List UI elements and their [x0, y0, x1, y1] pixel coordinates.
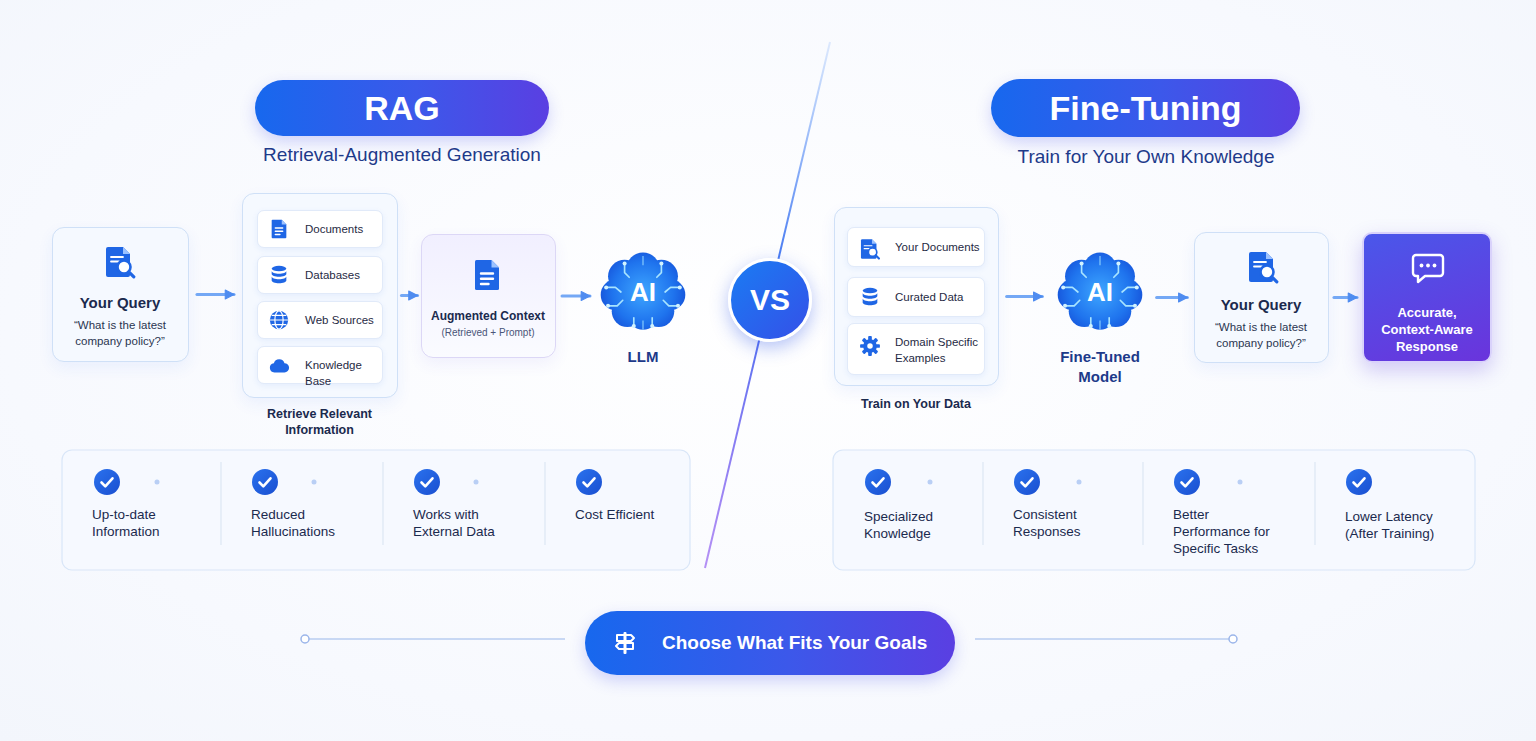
node-heading: Domain Specific Examples: [895, 334, 983, 366]
training-item: Your Documents: [847, 227, 985, 267]
title-pill: RAG: [255, 80, 549, 136]
query-box: Your Query “What is the latest company po…: [52, 227, 189, 362]
check-icon: [414, 469, 440, 495]
training-item: Curated Data: [847, 277, 985, 317]
response-box: Accurate, Context-Aware Response: [1362, 232, 1492, 363]
benefits-panel: [62, 450, 690, 570]
training-group: Train on Your DataYour DocumentsCurated …: [834, 207, 999, 386]
flow-arrow: [1157, 296, 1188, 299]
llm-brain: AI LLM: [596, 248, 690, 368]
node-body: (Retrieved + Prompt): [424, 326, 552, 339]
check-icon: [1346, 469, 1372, 495]
benefit-text: Up-to-date Information: [92, 506, 207, 540]
decor-dot: [301, 635, 309, 643]
benefit-text: Consistent Responses: [1013, 506, 1123, 540]
panel-divider: [1314, 462, 1315, 545]
node-body: LLM: [596, 348, 690, 366]
model-brain: AI Fine-Tuned Model: [1050, 248, 1150, 390]
subtitle: Train for Your Own Knowledge: [986, 145, 1306, 169]
node-body: “What is the latest company policy?”: [1202, 319, 1320, 351]
node-heading: Databases: [305, 267, 383, 283]
node-heading: Your Query: [53, 294, 187, 312]
goal-pill: Choose What Fits Your Goals: [585, 611, 955, 675]
decor-line: [975, 638, 1233, 640]
context-box: Augmented Context (Retrieved + Prompt): [421, 234, 556, 358]
flow-arrow: [562, 295, 590, 298]
node-heading: Fine-Tuning: [991, 88, 1300, 128]
title-pill: Fine-Tuning: [991, 79, 1300, 137]
node-heading: Your Query: [1195, 296, 1327, 314]
benefit-text: Works with External Data: [413, 506, 525, 540]
sparkle-dot: [312, 480, 317, 485]
flow-arrow: [401, 294, 417, 297]
benefits-panel: [833, 450, 1475, 570]
source-group: Retrieve Relevant InformationDocumentsDa…: [242, 193, 398, 398]
benefit-text: Specialized Knowledge: [864, 508, 974, 542]
benefit-text: Cost Efficient: [575, 506, 685, 523]
node-heading: Documents: [305, 221, 383, 237]
decor-dot: [1229, 635, 1237, 643]
benefit-text: Reduced Hallucinations: [251, 506, 366, 540]
source-item: Web Sources: [257, 301, 383, 339]
divider-line: [705, 42, 830, 568]
query-box: Your Query “What is the latest company po…: [1194, 232, 1329, 363]
training-item: Domain Specific Examples: [847, 323, 985, 375]
node-body: Fine-Tuned Model: [1050, 347, 1150, 387]
panel-divider: [1142, 462, 1143, 545]
source-item: Documents: [257, 210, 383, 248]
sparkle-dot: [1077, 480, 1082, 485]
node-heading: Your Documents: [895, 239, 983, 255]
check-icon: [576, 469, 602, 495]
node-heading: Augmented Context: [424, 309, 552, 324]
subtitle: Retrieval-Augmented Generation: [242, 143, 562, 167]
panel-divider: [382, 462, 383, 545]
node-heading: RAG: [255, 88, 549, 128]
node-body: “What is the latest company policy?”: [60, 317, 180, 349]
node-heading: Web Sources: [305, 312, 383, 328]
check-icon: [252, 469, 278, 495]
node-heading: AI: [1050, 277, 1150, 307]
sparkle-dot: [1238, 480, 1243, 485]
node-heading: Accurate, Context-Aware Response: [1372, 304, 1482, 355]
panel-divider: [982, 462, 983, 545]
panel-divider: [220, 462, 221, 545]
flow-arrow: [1007, 295, 1043, 298]
source-item: Databases: [257, 256, 383, 294]
sparkle-dot: [928, 480, 933, 485]
node-heading: VS: [731, 282, 809, 318]
decor-line: [305, 638, 565, 640]
node-heading: Train on Your Data: [835, 396, 997, 412]
check-icon: [1014, 469, 1040, 495]
sparkle-dots: [155, 480, 1243, 485]
source-item: Knowledge Base: [257, 346, 383, 384]
node-heading: AI: [596, 277, 690, 307]
node-heading: Curated Data: [895, 289, 983, 305]
benefit-text: Better Performance for Specific Tasks: [1173, 506, 1288, 557]
sparkle-dot: [155, 480, 160, 485]
node-heading: Retrieve Relevant Information: [253, 406, 386, 438]
flow-arrow: [197, 293, 234, 296]
flow-arrow: [1334, 296, 1357, 299]
node-heading: Choose What Fits Your Goals: [662, 631, 947, 655]
check-icon: [865, 469, 891, 495]
check-icon: [94, 469, 120, 495]
sparkle-dot: [474, 480, 479, 485]
versus-badge: VS: [728, 258, 812, 342]
panel-divider: [544, 462, 545, 545]
check-icon: [1174, 469, 1200, 495]
panel-dividers: [221, 462, 1315, 545]
benefit-text: Lower Latency (After Training): [1345, 508, 1457, 542]
node-heading: Knowledge Base: [305, 357, 383, 389]
